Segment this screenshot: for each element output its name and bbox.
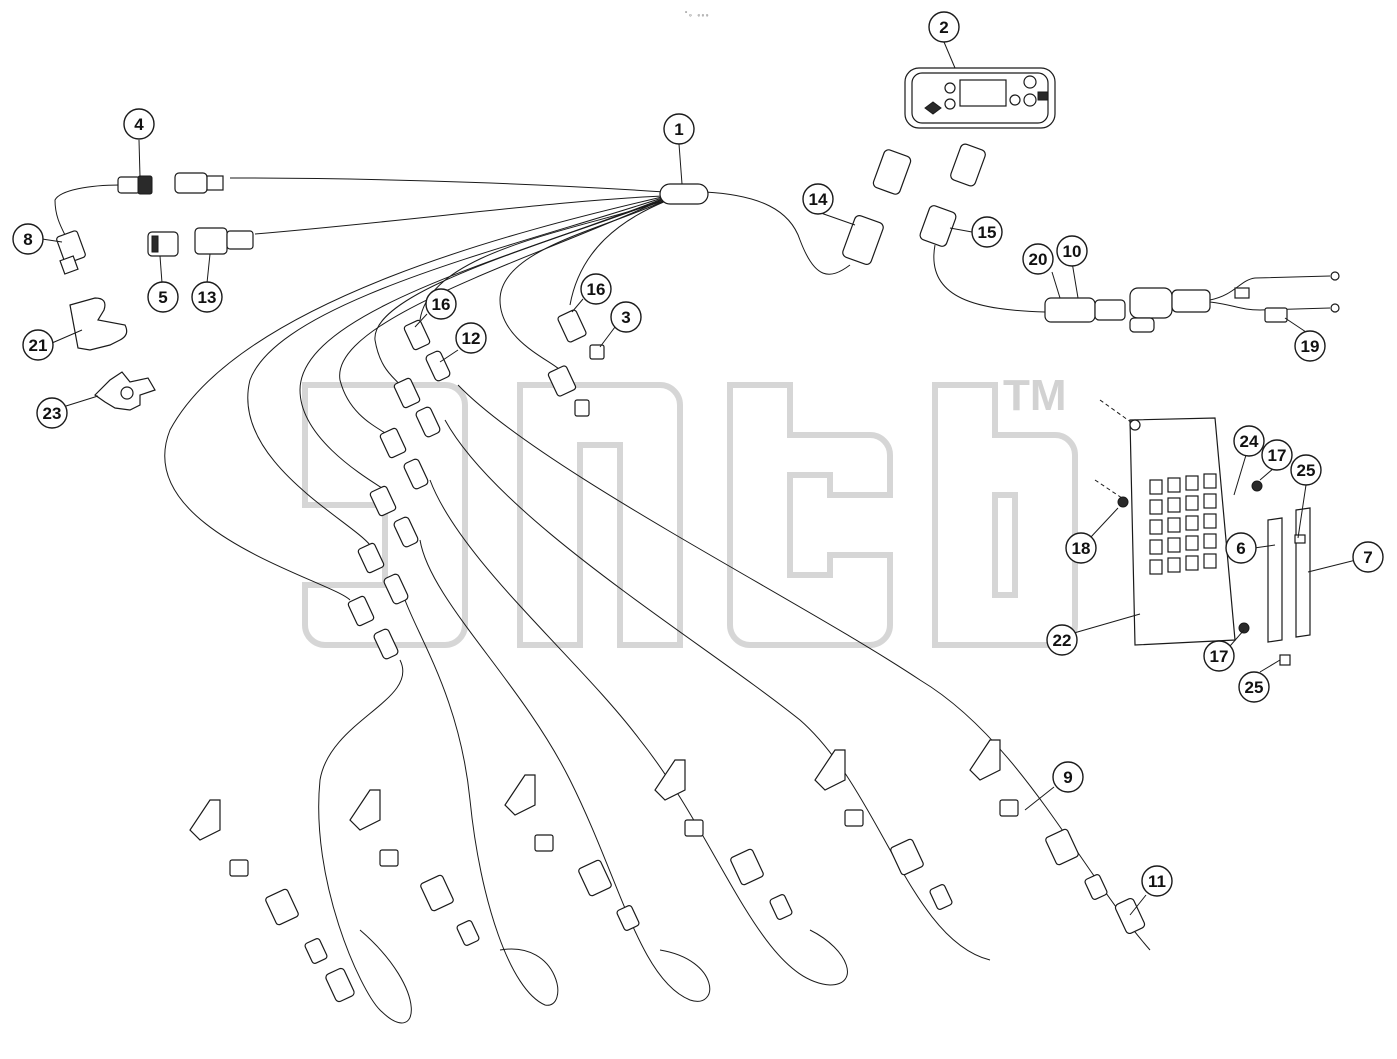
sensor-8-assembly (54, 172, 224, 275)
callout-4: 4 (123, 108, 155, 140)
harness-node (659, 183, 709, 205)
callout-5: 5 (147, 281, 179, 313)
callout-18: 18 (1065, 532, 1097, 564)
svg-text:21: 21 (29, 336, 48, 355)
svg-text:25: 25 (1297, 461, 1316, 480)
callout-17-a: 17 (1261, 439, 1293, 471)
callout-17-b: 17 (1203, 640, 1235, 672)
svg-text:7: 7 (1363, 548, 1372, 567)
svg-text:22: 22 (1053, 631, 1072, 650)
svg-text:20: 20 (1029, 250, 1048, 269)
svg-text:16: 16 (587, 280, 606, 299)
callout-21: 21 (22, 329, 54, 361)
callout-20: 20 (1022, 243, 1054, 275)
svg-text:5: 5 (158, 288, 167, 307)
callout-15: 15 (971, 216, 1003, 248)
callout-16-a: 16 (425, 288, 457, 320)
svg-text:17: 17 (1210, 647, 1229, 666)
callout-16-b: 16 (580, 273, 612, 305)
svg-text:6: 6 (1236, 539, 1245, 558)
svg-text:25: 25 (1245, 678, 1264, 697)
callout-9: 9 (1052, 761, 1084, 793)
callout-22: 22 (1046, 624, 1078, 656)
callout-25-a: 25 (1290, 454, 1322, 486)
svg-text:9: 9 (1063, 768, 1072, 787)
svg-text:12: 12 (462, 329, 481, 348)
callout-6: 6 (1225, 532, 1257, 564)
svg-text:16: 16 (432, 295, 451, 314)
callout-13: 13 (191, 281, 223, 313)
sensor-assemblies (189, 739, 1146, 1003)
connector-column (347, 319, 451, 660)
callout-1: 1 (663, 113, 695, 145)
control-panel (904, 67, 1056, 129)
callout-11: 11 (1141, 865, 1173, 897)
mounting-plate-22 (1094, 399, 1236, 646)
top-mark: °₀ ₀₀₀ (684, 10, 709, 19)
svg-text:3: 3 (621, 308, 630, 327)
callouts: 1 2 3 4 5 6 7 8 9 10 11 12 13 14 15 16 1… (12, 11, 1384, 916)
svg-text:19: 19 (1301, 337, 1320, 356)
svg-text:13: 13 (198, 288, 217, 307)
callout-25-b: 25 (1238, 671, 1270, 703)
watermark-tm: TM (1003, 371, 1067, 420)
svg-text:8: 8 (23, 230, 32, 249)
callout-23: 23 (36, 397, 68, 429)
svg-text:11: 11 (1148, 872, 1166, 891)
svg-text:4: 4 (134, 115, 144, 134)
svg-text:15: 15 (978, 223, 997, 242)
svg-text:24: 24 (1240, 432, 1259, 451)
svg-text:10: 10 (1063, 242, 1082, 261)
callout-8: 8 (12, 223, 44, 255)
callout-3: 3 (610, 301, 642, 333)
svg-text:14: 14 (809, 190, 828, 209)
connector-5-13 (147, 227, 254, 257)
svg-text:23: 23 (43, 404, 62, 423)
power-cable-20-10-19 (1044, 271, 1340, 333)
callout-12: 12 (455, 322, 487, 354)
clip-23 (94, 371, 156, 411)
watermark-logo: TM (302, 371, 1078, 648)
bracket-21 (69, 297, 128, 351)
svg-text:1: 1 (674, 120, 683, 139)
couplers-14-15 (842, 143, 986, 265)
callout-24: 24 (1233, 425, 1265, 457)
strips-6-7 (1238, 480, 1311, 666)
callout-7: 7 (1352, 541, 1384, 573)
callout-10: 10 (1056, 235, 1088, 267)
wire-harness (164, 177, 1331, 1024)
connectors-16-3 (547, 309, 605, 417)
callout-19: 19 (1294, 330, 1326, 362)
svg-text:2: 2 (939, 18, 948, 37)
callout-2: 2 (928, 11, 960, 43)
svg-text:17: 17 (1268, 446, 1287, 465)
svg-text:18: 18 (1072, 539, 1091, 558)
callout-14: 14 (802, 183, 834, 215)
